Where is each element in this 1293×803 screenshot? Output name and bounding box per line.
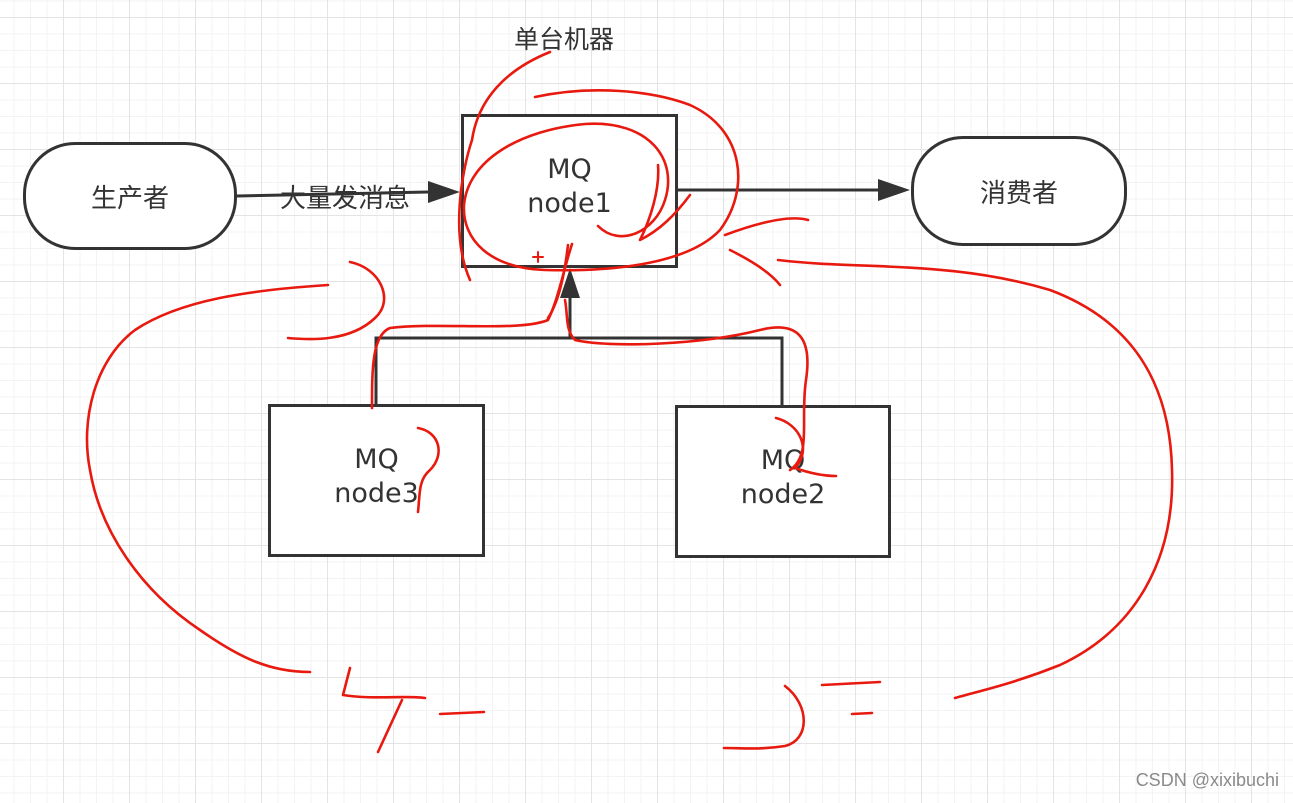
watermark-text: CSDN @xixibuchi (1135, 770, 1279, 790)
single-machine-annotation: 单台机器 (514, 25, 615, 54)
arrowhead-node1-in (428, 181, 460, 203)
producer-label: 生产者 (90, 183, 169, 214)
send-messages-label: 大量发消息 (280, 184, 411, 214)
arrowhead-node1-up (560, 268, 580, 298)
arrowhead-consumer-in (878, 179, 910, 201)
node2-line2: node2 (740, 478, 826, 510)
producer-node: 生产者 (23, 142, 237, 250)
edge-producer-to-node1 (236, 190, 429, 198)
node2-line1: MQ (760, 444, 806, 476)
node1-line1: MQ (547, 154, 592, 185)
mq-node2-box: MQ node2 (675, 405, 891, 558)
mq-node1-box: MQ node1 (461, 114, 678, 268)
edge-node3-to-node1 (374, 296, 572, 406)
node1-line2: node1 (527, 188, 612, 219)
consumer-label: 消费者 (979, 178, 1058, 209)
node3-line1: MQ (354, 443, 399, 475)
node3-line2: node3 (334, 477, 419, 509)
consumer-node: 消费者 (911, 136, 1127, 246)
edge-node2-to-node1 (570, 336, 784, 406)
mq-node3-box: MQ node3 (268, 404, 485, 557)
